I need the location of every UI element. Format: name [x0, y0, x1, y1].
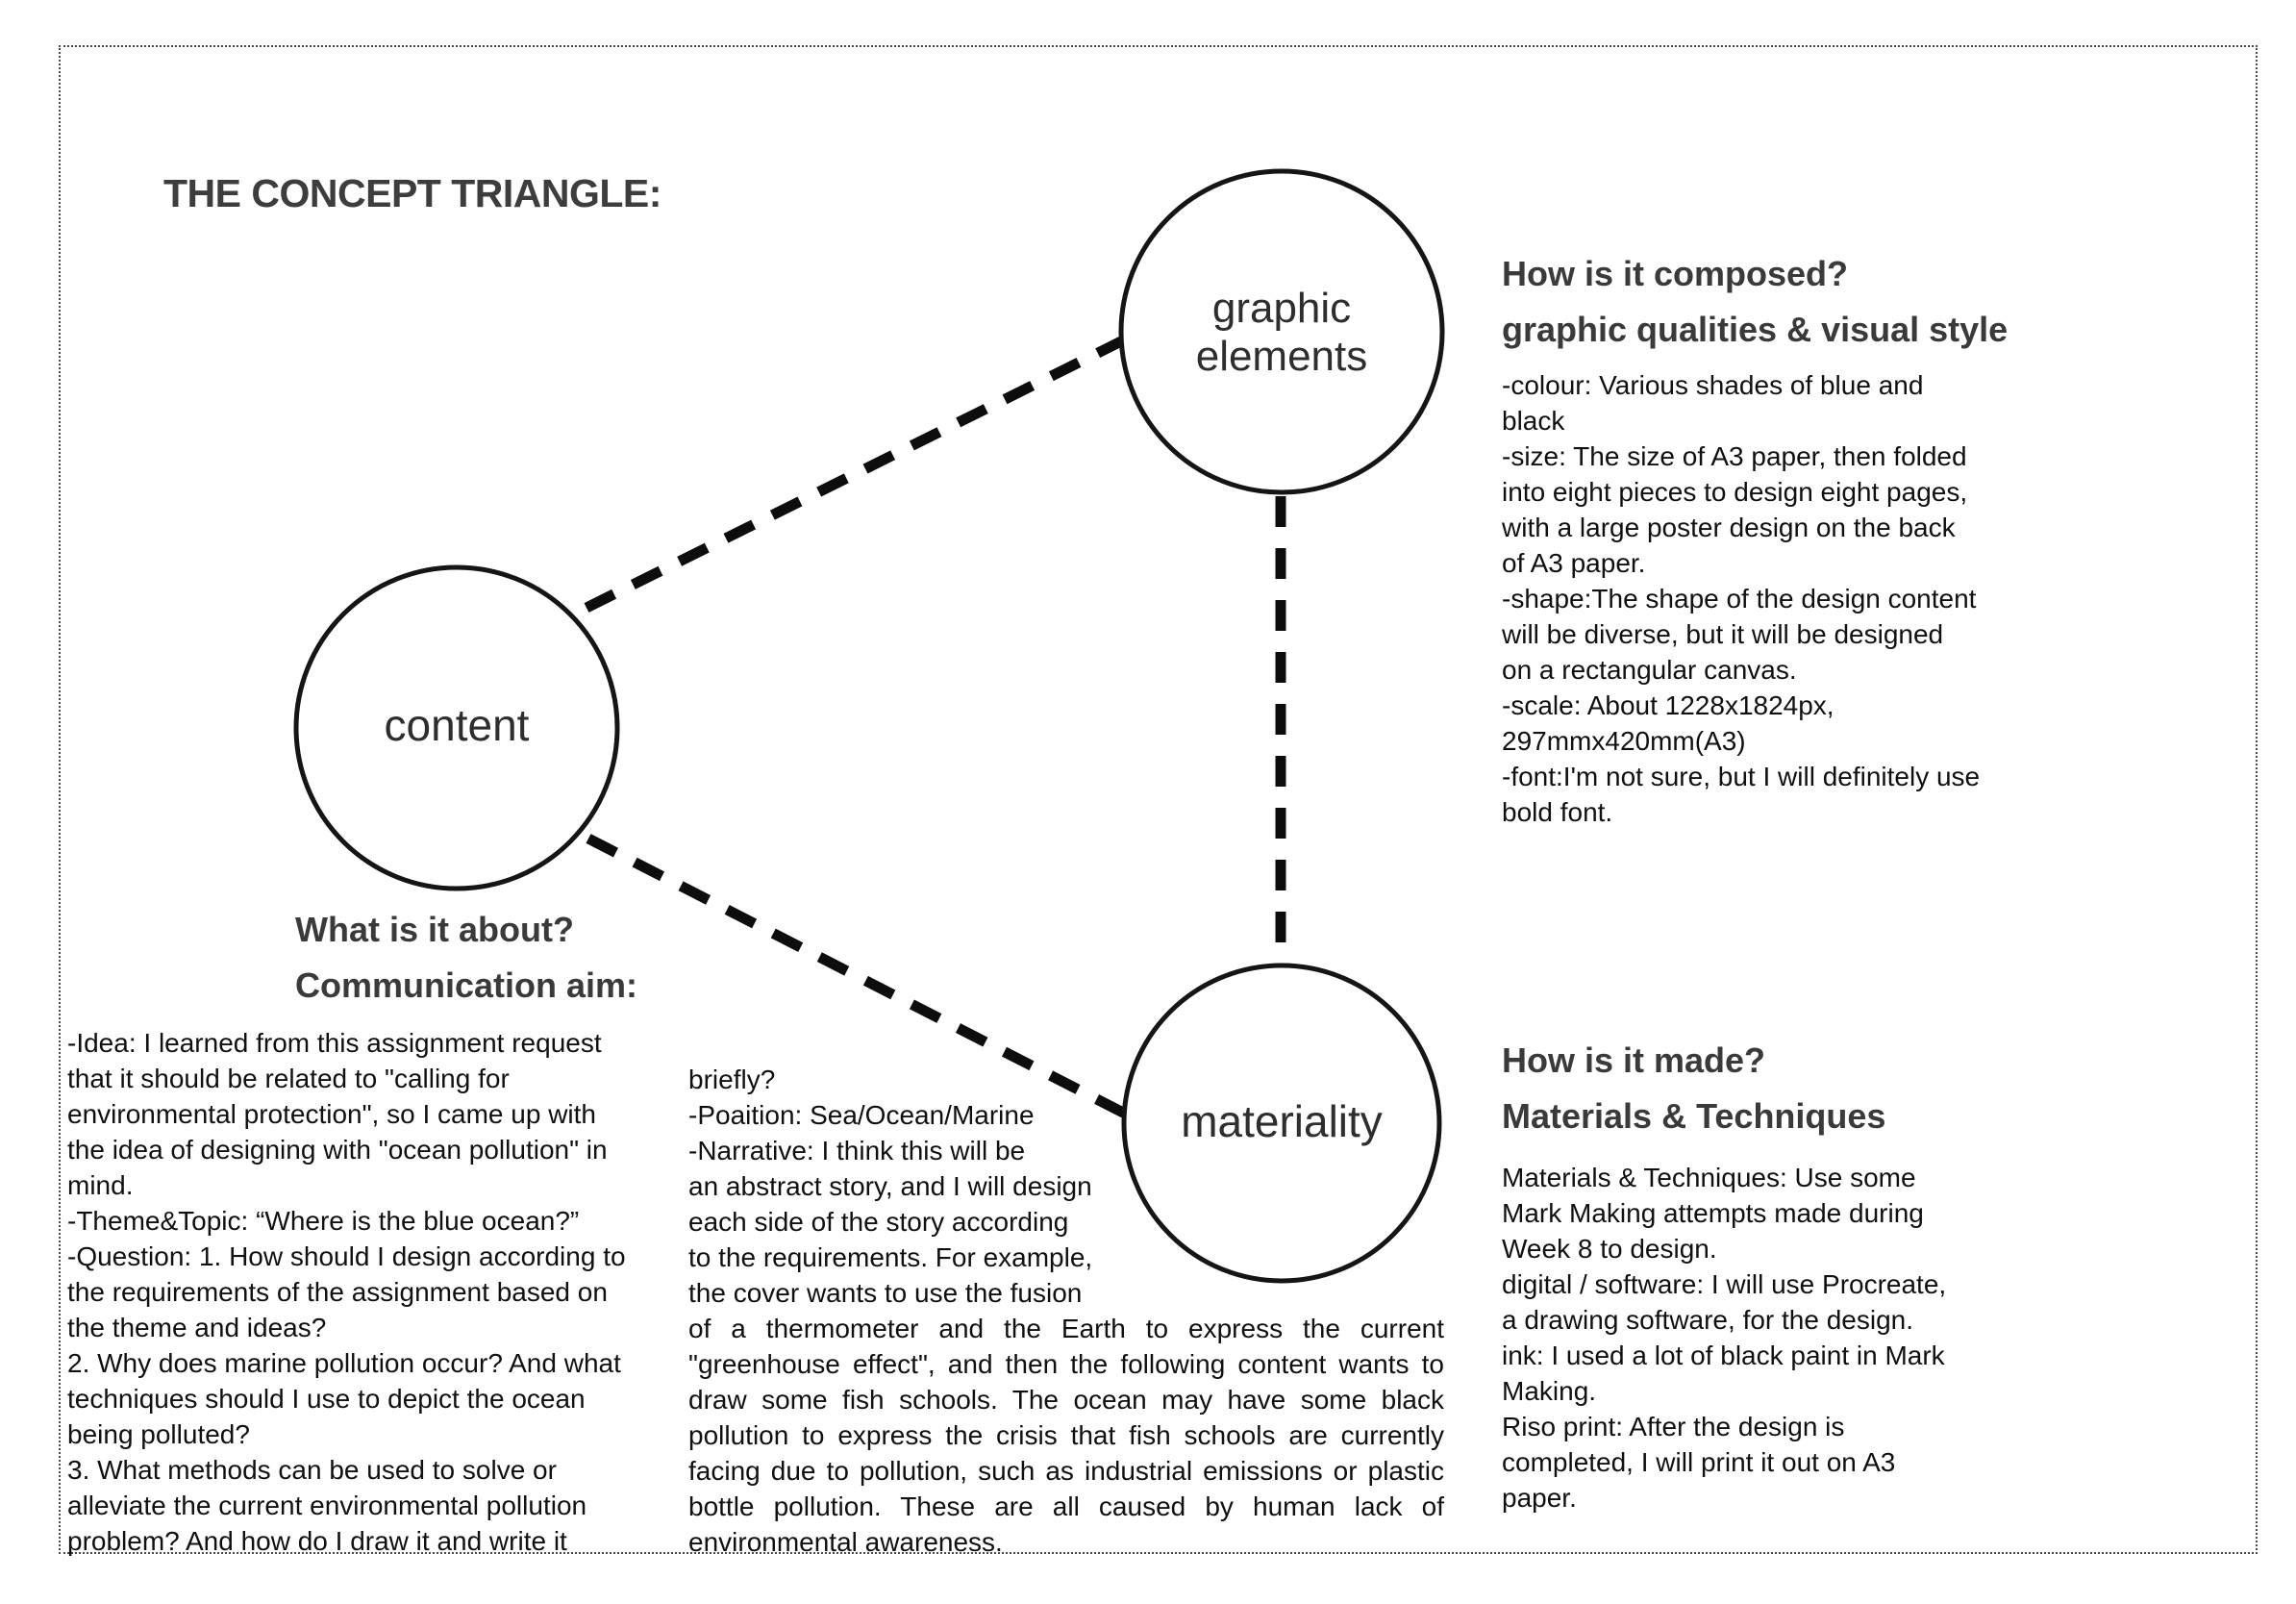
graphic-elements-section-body: -colour: Various shades of blue and blac…: [1502, 370, 1981, 827]
content-circle: [293, 564, 620, 891]
content-label: content: [384, 700, 530, 750]
content-section-body-continuation-justified: of a thermometer and the Earth to expres…: [688, 1314, 1444, 1557]
page-title: THE CONCEPT TRIANGLE:: [163, 171, 661, 215]
graphic-elements-section-heading: How is it composed? graphic qualities & …: [1502, 254, 2009, 349]
materiality-section-heading: How is it made? Materials & Techniques: [1502, 1040, 1886, 1136]
graphic-elements-label: graphic elements: [1195, 285, 1368, 380]
content-section-heading: What is it about? Communication aim:: [295, 910, 638, 1005]
graphic-elements-circle: [1118, 168, 1445, 495]
materiality-section-body: Materials & Techniques: Use some Mark Ma…: [1502, 1163, 1947, 1513]
edge-content-to-graphic-elements: [584, 337, 1124, 613]
materiality-label: materiality: [1181, 1096, 1383, 1146]
page-border: [59, 45, 2258, 1554]
content-section-body-continuation: briefly? -Poaition: Sea/Ocean/Marine -Na…: [688, 1065, 1093, 1308]
content-section-body: -Idea: I learned from this assignment re…: [67, 1028, 626, 1556]
materiality-circle: [1121, 963, 1442, 1284]
